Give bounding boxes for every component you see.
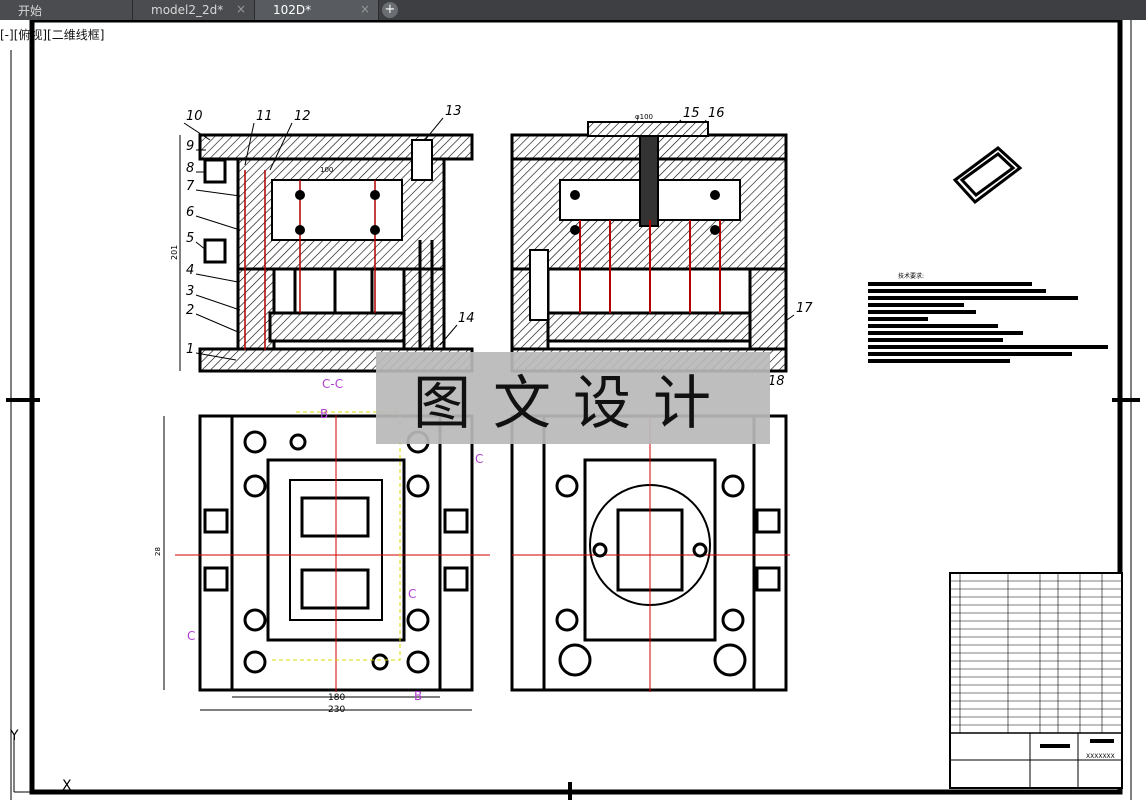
section-mark: C <box>408 587 416 601</box>
isometric-part-sketch <box>952 146 1023 205</box>
notes-title: 技术要求: <box>898 272 924 280</box>
part-number: 14 <box>458 311 475 326</box>
part-number: 18 <box>768 374 785 389</box>
plus-icon: + <box>382 2 398 18</box>
dimension-width: 180 <box>328 693 345 703</box>
mold-plan-view-right <box>510 414 790 692</box>
viewport-controls-label[interactable]: [-][俯视][二维线框] <box>0 28 105 42</box>
part-number: 16 <box>708 106 725 121</box>
part-number: 6 <box>186 205 194 220</box>
technical-notes: 技术要求: <box>868 272 1108 363</box>
new-tab-button[interactable]: + <box>379 0 401 20</box>
part-number: 2 <box>186 303 194 318</box>
tab-102d[interactable]: 102D* × <box>255 0 379 20</box>
dimension-note: 100 <box>320 166 333 174</box>
mold-section-view-left: 201 100 <box>170 133 474 373</box>
file-tab-bar: 开始 model2_2d* × 102D* × + <box>0 0 1146 20</box>
tab-label: 开始 <box>18 3 43 18</box>
dimension-note: φ100 <box>635 113 653 121</box>
close-icon[interactable]: × <box>359 2 370 16</box>
watermark: 图文设计 <box>376 352 770 444</box>
section-mark: C <box>187 629 195 643</box>
mold-section-view-right: φ100 <box>510 113 788 373</box>
watermark-text: 图文设计 <box>412 369 733 437</box>
close-icon[interactable]: × <box>235 2 246 16</box>
part-number: 17 <box>796 301 813 316</box>
section-mark: B <box>320 407 328 421</box>
part-number: 11 <box>256 109 273 124</box>
part-number: 1 <box>186 342 194 357</box>
drawing-frame <box>6 20 1140 800</box>
part-number-callouts: 1 2 3 4 5 6 7 8 9 10 11 12 13 14 15 16 1… <box>183 104 813 389</box>
drawing-canvas[interactable]: 201 100 1 2 3 4 5 6 7 8 9 10 11 12 13 14… <box>0 20 1146 800</box>
drawing-code: XXXXXXX <box>1086 753 1115 760</box>
ucs-y-label: Y <box>9 728 19 744</box>
section-mark: C <box>475 452 483 466</box>
dimension-width: 230 <box>328 705 345 715</box>
ucs-icon: Y X <box>9 728 74 794</box>
part-number: 10 <box>186 109 203 124</box>
part-number: 5 <box>186 231 194 246</box>
part-number: 13 <box>445 104 462 119</box>
part-number: 7 <box>186 179 195 194</box>
part-number: 15 <box>683 106 700 121</box>
tab-label: model2_2d* <box>151 3 224 17</box>
part-number: 12 <box>294 109 311 124</box>
section-label: C-C <box>322 377 343 391</box>
title-block: XXXXXXX <box>949 572 1123 789</box>
tab-model2-2d[interactable]: model2_2d* × <box>133 0 255 20</box>
tab-label: 102D* <box>273 3 312 17</box>
part-number: 9 <box>186 139 194 154</box>
tab-start[interactable]: 开始 <box>0 0 133 20</box>
dimension-height: 201 <box>170 245 179 260</box>
part-number: 4 <box>186 263 194 278</box>
part-number: 8 <box>186 161 194 176</box>
part-number: 3 <box>186 284 194 299</box>
ucs-x-label: X <box>62 778 72 794</box>
dimension-vertical: 28 <box>154 547 162 556</box>
section-mark: B <box>414 689 422 703</box>
mold-plan-view-left: 28 180 230 C-C B C C C B <box>154 377 490 715</box>
